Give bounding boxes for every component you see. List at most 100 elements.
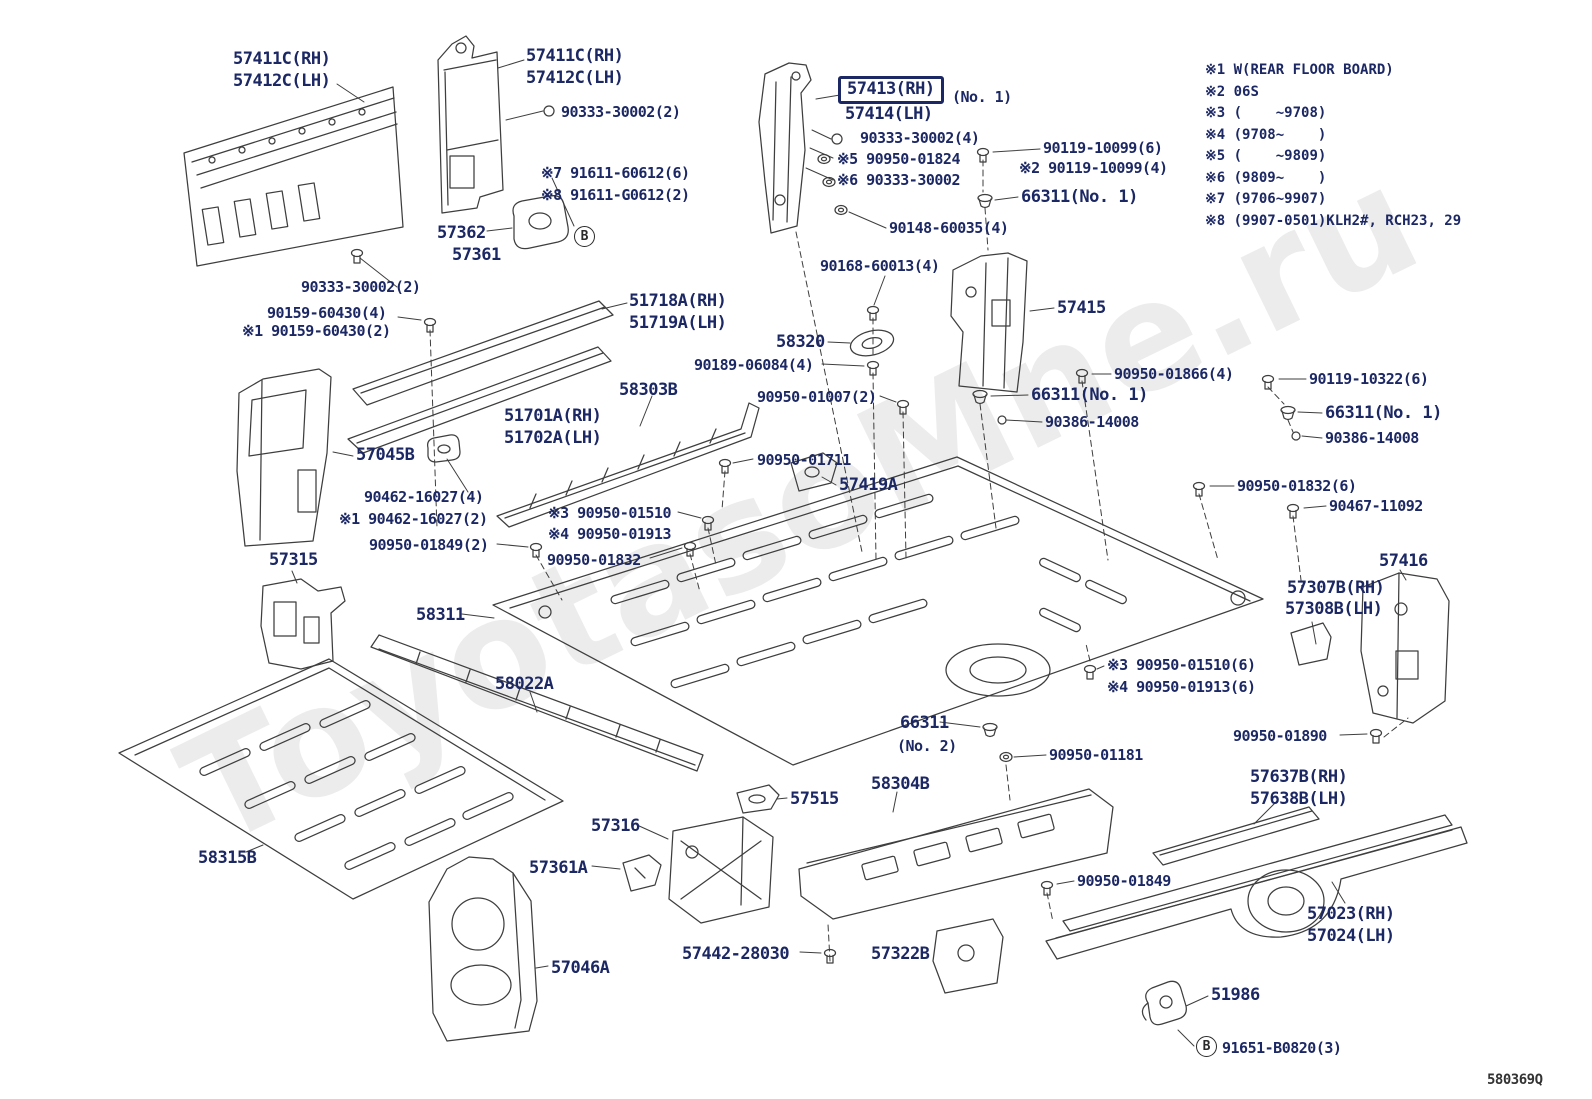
label-90950-01913-a: ※4 90950-01913 [548,525,671,543]
label-90950-01832-a: 90950-01832 [547,551,641,569]
label-90950-01181: 90950-01181 [1049,746,1143,764]
label-51701a-rh: 51701A(RH) [504,406,602,426]
label-57307b-rh: 57307B(RH) [1287,578,1385,598]
label-57308b-lh: 57308B(LH) [1285,599,1383,619]
label-57412c-lh-2: 57412C(LH) [526,68,624,88]
fastener-icons [350,105,1383,964]
label-90119-10099-6: 90119-10099(6) [1043,139,1163,157]
label-90950-01913-6: ※4 90950-01913(6) [1107,678,1256,696]
label-90148-60035: 90148-60035(4) [889,219,1009,237]
leader-lines [245,59,1407,1047]
label-90119-10322: 90119-10322(6) [1309,370,1429,388]
label-90950-01832-6: 90950-01832(6) [1237,477,1357,495]
label-57442-28030: 57442-28030 [682,944,790,964]
label-90950-01007: 90950-01007(2) [757,388,877,406]
label-90333-30002-2-b: 90333-30002(2) [301,278,421,296]
label-66311-no1-c: 66311(No. 1) [1325,403,1442,423]
drawing-crossmember-58022a [370,634,704,772]
label-90950-01849-b: 90950-01849 [1077,872,1171,890]
label-57638b-lh: 57638B(LH) [1250,789,1348,809]
label-57413-no1: (No. 1) [952,88,1012,106]
label-51719a-lh: 51719A(LH) [629,313,727,333]
label-90159-60430-4: 90159-60430(4) [267,304,387,322]
label-58022a: 58022A [495,674,554,694]
drawing-panel-57411c-lh [183,86,404,267]
label-90189-06084: 90189-06084(4) [694,356,814,374]
label-58311: 58311 [416,605,465,625]
label-57411c-rh-2: 57411C(RH) [526,46,624,66]
drawing-pillar-57413 [758,62,812,234]
label-57362: 57362 [437,223,486,243]
label-90333-30002-n6: ※6 90333-30002 [837,171,960,189]
label-57361: 57361 [452,245,501,265]
label-57414-lh: 57414(LH) [845,104,933,124]
legend-note-2: ※2 06S [1205,83,1259,100]
label-90950-01890: 90950-01890 [1233,727,1327,745]
label-90386-14008-b: 90386-14008 [1325,429,1419,447]
drawing-pillar-57415 [950,252,1028,393]
label-51718a-rh: 51718A(RH) [629,291,727,311]
label-90467-11092: 90467-11092 [1329,497,1423,515]
label-90119-10099-4: ※2 90119-10099(4) [1019,159,1168,177]
drawing-oval-58320 [849,329,895,357]
label-90333-30002-2-a: 90333-30002(2) [561,103,681,121]
drawing-clip-90462 [427,434,461,463]
label-57322b: 57322B [871,944,930,964]
label-90462-16027-4: 90462-16027(4) [364,488,484,506]
label-90168-60013: 90168-60013(4) [820,257,940,275]
legend-note-3: ※3 ( ~9708) [1205,105,1327,121]
drawing-bracket-57315 [260,578,346,670]
label-66311-no2: 66311 [900,713,949,733]
label-90950-01824: ※5 90950-01824 [837,150,960,168]
drawing-clip-57361a [622,854,662,892]
diagram-code: 580369Q [1487,1072,1543,1088]
label-66311-no1-b: 66311(No. 1) [1031,385,1148,405]
drawing-bracket-57322b [932,918,1004,994]
drawing-wheelhouse-57046a [428,856,538,1042]
drawing-floor-panel-58311 [492,456,1264,766]
label-90333-30002-4: 90333-30002(4) [860,129,980,147]
drawing-panel-57045b [236,368,332,547]
legend-note-7: ※7 (9706~9907) [1205,191,1327,207]
label-90159-60430-2: ※1 90159-60430(2) [242,322,391,340]
label-57515: 57515 [790,789,839,809]
drawing-crossmember-58303b [496,402,760,528]
drawing-bracket-57515 [736,784,780,814]
label-66311-no2-sub: (No. 2) [897,737,957,755]
label-90386-14008-a: 90386-14008 [1045,413,1139,431]
drawing-rails-51718a-51701a [347,300,614,454]
label-91651-b0820: 91651-B0820(3) [1222,1039,1342,1057]
highlighted-part-label-57413-rh: 57413(RH) [838,76,944,104]
label-57412c-lh-1: 57412C(LH) [233,71,331,91]
circled-b-marker-2: B [1196,1036,1217,1057]
assembly-dashed-lines [429,159,1409,962]
legend-note-5: ※5 ( ~9809) [1205,148,1327,164]
label-90950-01510-a: ※3 90950-01510 [548,504,671,522]
label-57415: 57415 [1057,298,1106,318]
label-58320: 58320 [776,332,825,352]
label-58315b: 58315B [198,848,257,868]
drawing-bracket-57362 [512,195,569,250]
legend-note-1: ※1 W(REAR FLOOR BOARD) [1205,62,1394,78]
label-57024-lh: 57024(LH) [1307,926,1395,946]
label-57045b: 57045B [356,445,415,465]
legend-note-6: ※6 (9809~ ) [1205,169,1327,186]
label-57316: 57316 [591,816,640,836]
label-58304b: 58304B [871,774,930,794]
label-57023-rh: 57023(RH) [1307,904,1395,924]
label-51702a-lh: 51702A(LH) [504,428,602,448]
legend-notes: ※1 W(REAR FLOOR BOARD) ※2 06S ※3 ( ~9708… [1205,60,1461,232]
drawing-panel-57411c-rh [437,35,504,214]
label-91611-g0612: ※8 91611-G0612(2) [541,186,690,204]
drawing-clamp-51986 [1141,980,1187,1026]
label-66311-no1-a: 66311(No. 1) [1021,187,1138,207]
legend-note-8: ※8 (9907-0501)KLH2#, RCH23, 29 [1205,212,1462,229]
label-90950-01711: 90950-01711 [757,451,851,469]
label-57411c-rh-1: 57411C(RH) [233,49,331,69]
label-90950-01866: 90950-01866(4) [1114,365,1234,383]
label-57419a: 57419A [839,475,898,495]
drawing-strip-57637b [1152,806,1320,866]
label-90950-01510-6: ※3 90950-01510(6) [1107,656,1256,674]
